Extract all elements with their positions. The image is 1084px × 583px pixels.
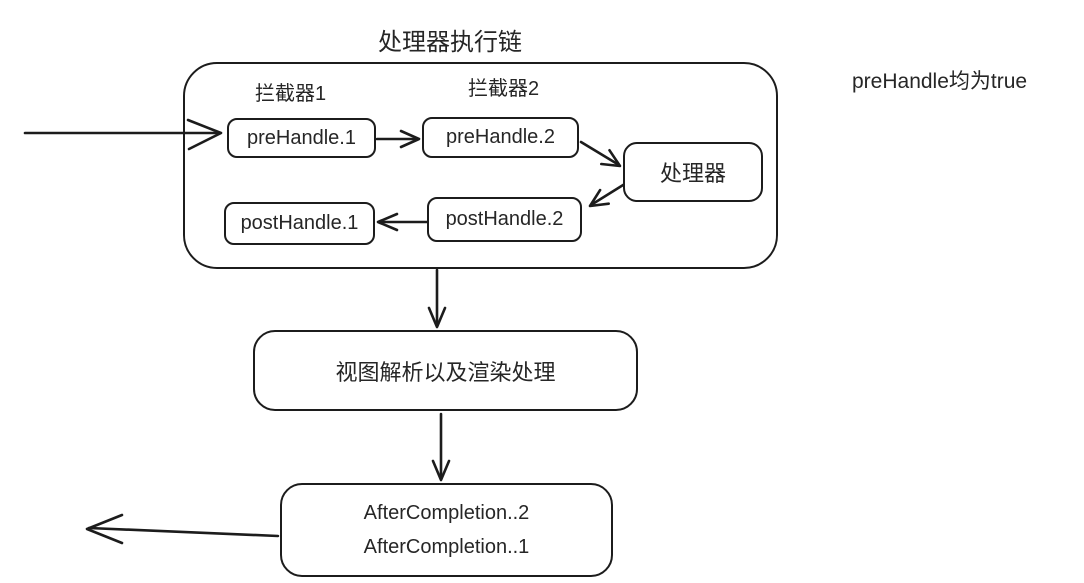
side-note: preHandle均为true <box>852 70 1028 93</box>
aftercompletion-line-1: AfterCompletion..1 <box>363 535 530 558</box>
arrow-chain-to-view-render <box>427 268 447 329</box>
arrow-response-out <box>85 513 280 545</box>
node-prehandle1: preHandle.1 <box>227 118 376 158</box>
interceptor1-label: 拦截器1 <box>255 83 327 105</box>
node-handler: 处理器 <box>623 142 763 202</box>
node-prehandle2: preHandle.2 <box>422 117 579 158</box>
execution-chain-container <box>183 62 778 269</box>
arrow-view-render-to-aftercompletion <box>431 412 451 482</box>
diagram-title: 处理器执行链 <box>378 29 522 56</box>
node-posthandle1: postHandle.1 <box>224 202 375 245</box>
node-aftercompletion: AfterCompletion..2 AfterCompletion..1 <box>280 483 613 577</box>
aftercompletion-line-2: AfterCompletion..2 <box>363 501 530 524</box>
interceptor2-label: 拦截器2 <box>468 78 540 100</box>
node-posthandle2: postHandle.2 <box>427 197 582 242</box>
node-view-render: 视图解析以及渲染处理 <box>253 330 638 411</box>
